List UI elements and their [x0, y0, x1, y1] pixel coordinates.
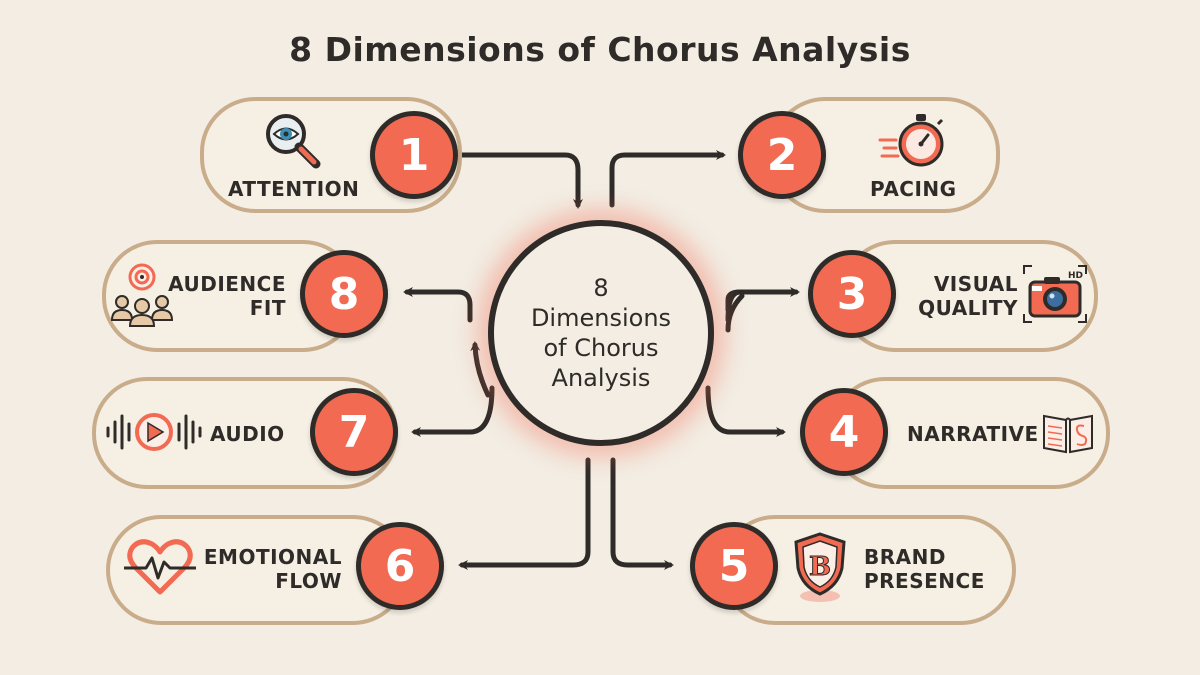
connector-2 — [609, 150, 726, 208]
dimension-6-label-line-1: EMOTIONAL — [203, 545, 342, 569]
dimension-8-label: AUDIENCE FIT — [160, 272, 286, 320]
center-line-3: of Chorus — [543, 334, 659, 362]
dimension-5-label-line-1: BRAND — [864, 545, 946, 569]
audience-target-icon — [110, 263, 174, 327]
dimension-2-label: PACING — [870, 177, 957, 201]
connector-4 — [705, 385, 786, 437]
stopwatch-icon — [878, 114, 944, 167]
inner-arrow-right — [725, 293, 745, 333]
audio-play-icon — [106, 413, 202, 451]
dimension-5-badge: 5 — [690, 522, 778, 610]
dimension-4-label: NARRATIVE — [907, 422, 1039, 446]
center-line-1: 8 — [593, 274, 609, 302]
dimension-3-label: VISUAL QUALITY — [900, 272, 1018, 320]
dimension-1-label: ATTENTION — [228, 177, 360, 201]
connector-6 — [458, 457, 591, 570]
hd-badge-text: HD — [1068, 271, 1083, 281]
dimension-6-label: EMOTIONAL FLOW — [196, 545, 342, 593]
dimension-5-label-line-2: PRESENCE — [864, 569, 985, 593]
connector-8 — [403, 287, 473, 323]
brand-shield-icon: B — [794, 532, 846, 602]
center-line-4: Analysis — [551, 364, 651, 392]
inner-arrow-left — [470, 341, 491, 398]
dimension-6-label-line-2: FLOW — [275, 569, 342, 593]
connector-1 — [459, 152, 583, 209]
dimension-8-label-line-2: FIT — [249, 296, 286, 320]
dimension-2-badge: 2 — [738, 111, 826, 199]
dimension-8-badge: 8 — [300, 250, 388, 338]
connector-7 — [411, 385, 495, 437]
camera-hd-icon: HD — [1023, 265, 1087, 323]
dimension-4-badge: 4 — [800, 388, 888, 476]
center-line-2: Dimensions — [530, 304, 672, 332]
magnifier-eye-icon — [266, 114, 321, 169]
dimension-3-badge: 3 — [808, 250, 896, 338]
dimension-3-label-line-1: VISUAL — [933, 272, 1018, 296]
dimension-8-label-line-1: AUDIENCE — [168, 272, 286, 296]
center-hub: 8 Dimensions of Chorus Analysis — [488, 220, 714, 446]
dimension-5-label: BRAND PRESENCE — [864, 545, 985, 593]
dimension-1-badge: 1 — [370, 111, 458, 199]
brand-shield-letter: B — [809, 552, 831, 582]
dimension-7-badge: 7 — [310, 388, 398, 476]
dimension-7-label: AUDIO — [210, 422, 285, 446]
heartbeat-icon — [124, 539, 196, 595]
book-icon — [1043, 414, 1093, 454]
page-title: 8 Dimensions of Chorus Analysis — [289, 30, 911, 69]
dimension-6-badge: 6 — [356, 522, 444, 610]
dimension-3-label-line-2: QUALITY — [918, 296, 1018, 320]
connector-5 — [610, 457, 674, 570]
